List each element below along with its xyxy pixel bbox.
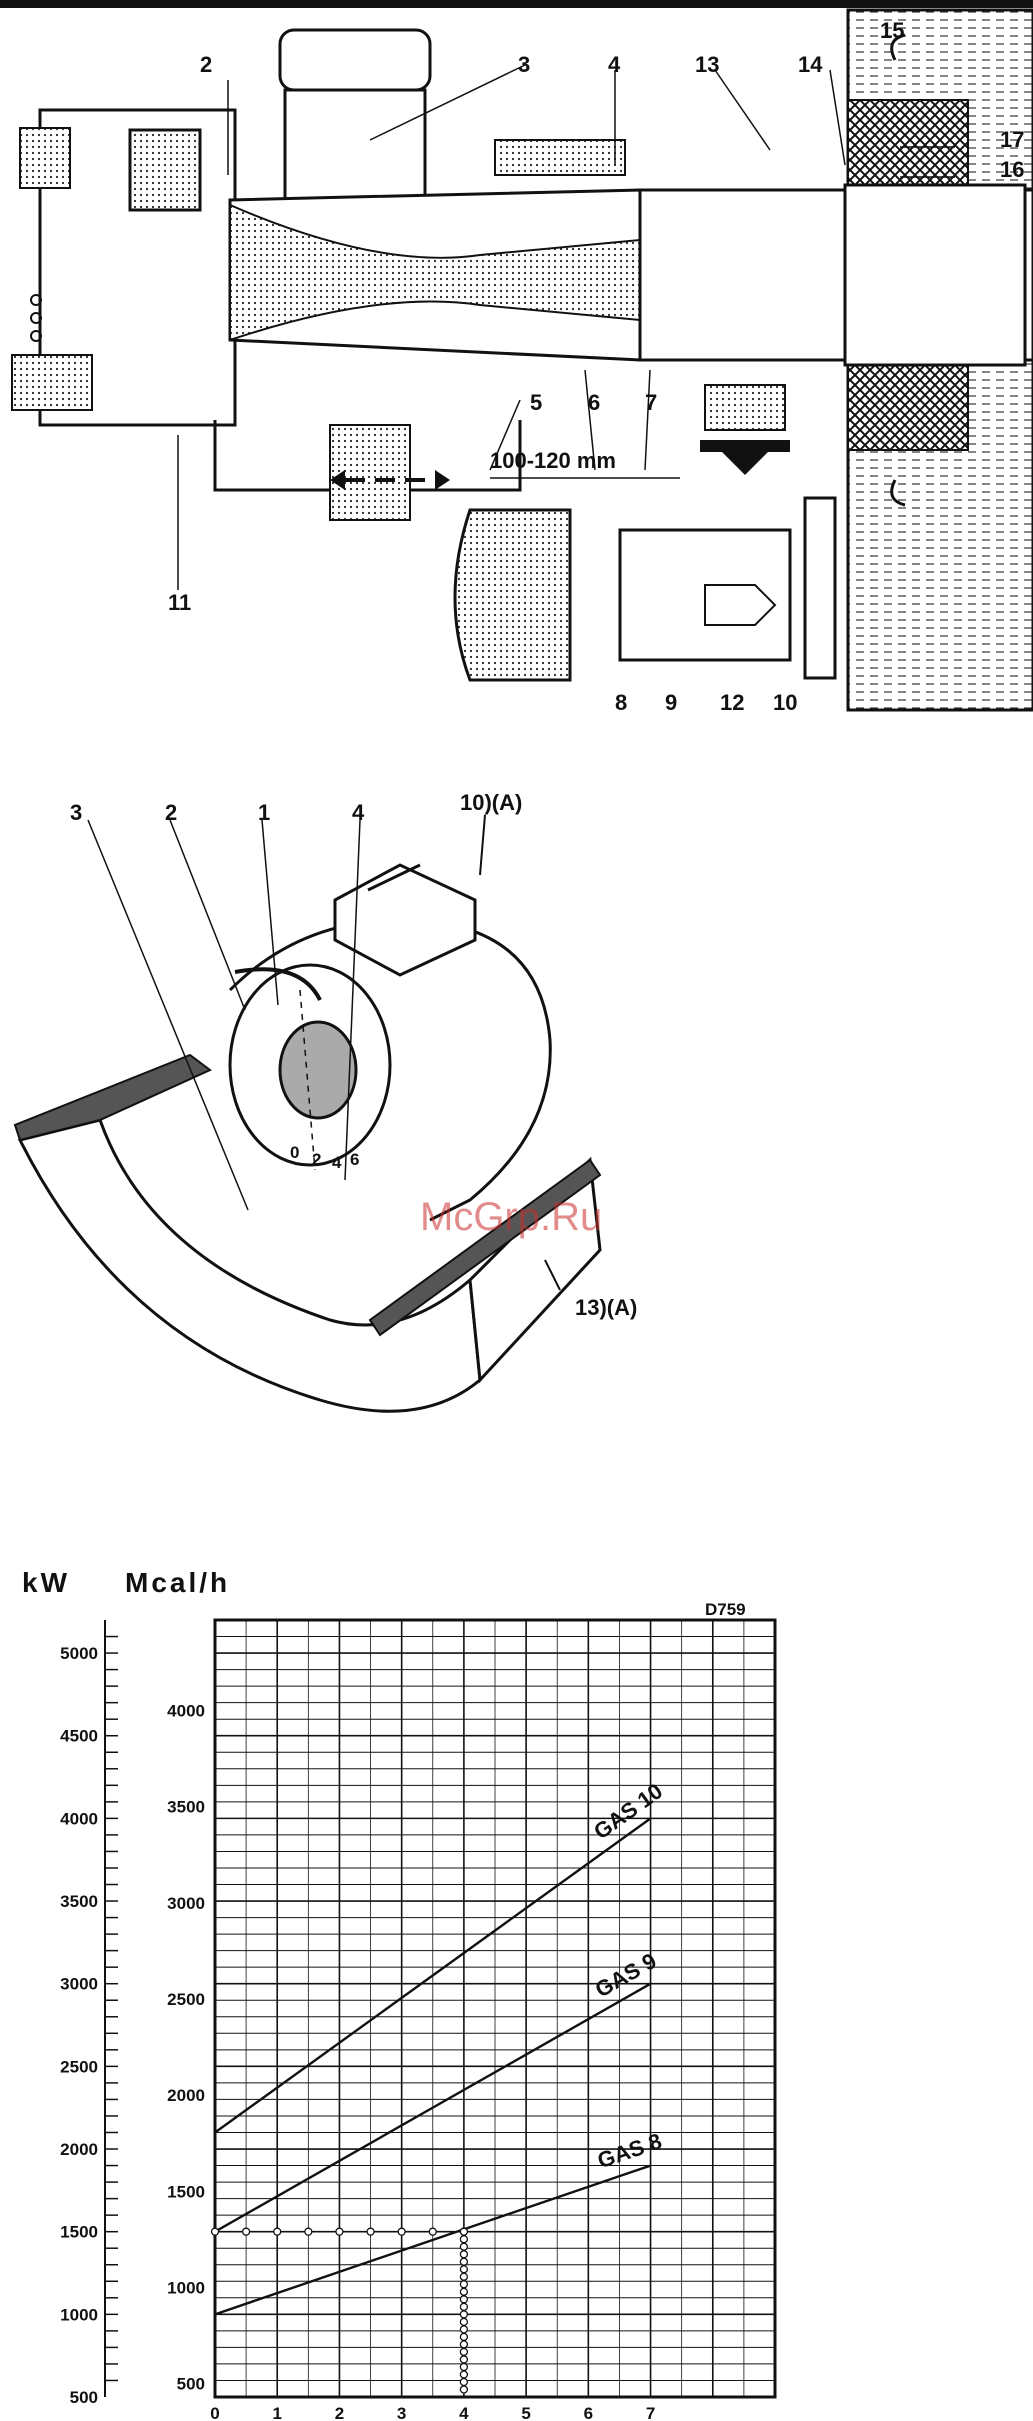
chart-reading-marker: [460, 2251, 467, 2258]
watermark: McGrp.Ru: [420, 1195, 602, 1239]
chart-kw-tick-label: 5000: [60, 1644, 98, 1663]
fig1-label-6: 6: [588, 390, 600, 415]
chart-reading-marker: [460, 2363, 467, 2370]
fig1-label-8: 8: [615, 690, 627, 715]
chart-reading-marker: [460, 2378, 467, 2385]
chart-left-axis-unit: kW: [22, 1567, 70, 1598]
chart-kw-tick-label: 2000: [60, 2140, 98, 2159]
chart-kw-tick-label: 500: [70, 2388, 98, 2407]
chart-reading-marker: [460, 2281, 467, 2288]
chart-mcal-tick-label: 1000: [167, 2278, 205, 2297]
fig2-label-10a: 10)(A): [460, 790, 522, 815]
chart-reading-marker: [243, 2228, 250, 2235]
chart-reading-marker: [429, 2228, 436, 2235]
burner-cross-section-figure: 2 3 4 13 14 15 16 17 5 6 7 11 8 9 12 10 …: [0, 0, 1033, 740]
chart-x-tick-label: 3: [397, 2404, 406, 2421]
fig2-scale-0: 0: [290, 1143, 299, 1162]
chart-reading-marker: [460, 2386, 467, 2393]
chart-x-tick-label: 2: [335, 2404, 344, 2421]
chart-reading-marker: [460, 2311, 467, 2318]
chart-kw-tick-label: 1000: [60, 2305, 98, 2324]
fig1-label-3: 3: [518, 52, 530, 77]
fig2-label-4: 4: [352, 800, 365, 825]
chart-kw-tick-label: 2500: [60, 2057, 98, 2076]
chart-mcal-tick-label: 3000: [167, 1894, 205, 1913]
chart-code: D759: [705, 1600, 746, 1619]
fig2-scale-6: 6: [350, 1150, 359, 1169]
chart-reading-marker: [460, 2326, 467, 2333]
chart-x-tick-label: 0: [210, 2404, 219, 2421]
fig2-scale-2: 2: [312, 1150, 321, 1169]
fig1-label-11: 11: [168, 590, 191, 615]
fig2-label-2: 2: [165, 800, 177, 825]
chart-reading-marker: [460, 2266, 467, 2273]
chart-reading-marker: [460, 2273, 467, 2280]
fig1-label-2: 2: [200, 52, 212, 77]
chart-right-axis-unit: Mcal/h: [125, 1567, 230, 1598]
chart-reading-marker: [460, 2333, 467, 2340]
fig1-label-16: 16: [1000, 157, 1024, 182]
chart-x-tick-label: 4: [459, 2404, 469, 2421]
chart-reading-marker: [460, 2318, 467, 2325]
chart-reading-marker: [274, 2228, 281, 2235]
chart-reading-marker: [398, 2228, 405, 2235]
chart-reading-marker: [460, 2341, 467, 2348]
fig1-label-17: 17: [1000, 127, 1024, 152]
chart-kw-tick-label: 4500: [60, 1727, 98, 1746]
chart-mcal-tick-label: 1500: [167, 2182, 205, 2201]
fig1-label-4: 4: [608, 52, 621, 77]
fig1-label-12: 12: [720, 690, 744, 715]
fig1-label-13: 13: [695, 52, 719, 77]
chart-reading-marker: [460, 2303, 467, 2310]
chart-reading-marker: [460, 2348, 467, 2355]
chart-reading-marker: [460, 2288, 467, 2295]
chart-reading-marker: [460, 2371, 467, 2378]
chart-reading-marker: [460, 2296, 467, 2303]
chart-x-tick-label: 5: [521, 2404, 530, 2421]
chart-reading-marker: [460, 2356, 467, 2363]
chart-kw-tick-label: 3000: [60, 1975, 98, 1994]
chart-reading-marker: [460, 2228, 467, 2235]
chart-reading-marker: [460, 2258, 467, 2265]
fig2-label-1: 1: [258, 800, 270, 825]
fig1-label-10: 10: [773, 690, 797, 715]
chart-kw-tick-label: 3500: [60, 1892, 98, 1911]
chart-mcal-tick-label: 2500: [167, 1990, 205, 2009]
fig1-label-14: 14: [798, 52, 823, 77]
chart-kw-tick-label: 1500: [60, 2223, 98, 2242]
chart-mcal-tick-label: 3500: [167, 1798, 205, 1817]
chart-mcal-tick-label: 500: [177, 2375, 205, 2394]
chart-reading-marker: [367, 2228, 374, 2235]
chart-mcal-tick-label: 2000: [167, 2086, 205, 2105]
chart-reading-marker: [212, 2228, 219, 2235]
fig1-dimension-label: 100-120 mm: [490, 448, 616, 473]
chart-reading-marker: [305, 2228, 312, 2235]
chart-x-tick-label: 7: [646, 2404, 655, 2421]
fig1-label-15: 15: [880, 18, 904, 43]
chart-mcal-tick-label: 4000: [167, 1702, 205, 1721]
fig1-label-9: 9: [665, 690, 677, 715]
chart-reading-marker: [460, 2236, 467, 2243]
fig1-label-7: 7: [645, 390, 657, 415]
air-damper-adjustment-figure: 3 2 1 4 10)(A) 13)(A) 0 2 4 6 McGrp.Ru: [0, 780, 1033, 1480]
chart-reading-marker: [460, 2243, 467, 2250]
output-chart-svg: kW Mcal/h D759 5000450040003500300025002…: [0, 1540, 1033, 2421]
chart-x-tick-label: 6: [584, 2404, 593, 2421]
chart-x-tick-label: 1: [272, 2404, 281, 2421]
chart-reading-marker: [336, 2228, 343, 2235]
fig2-label-13a: 13)(A): [575, 1295, 637, 1320]
chart-kw-tick-label: 4000: [60, 1809, 98, 1828]
fig1-label-5: 5: [530, 390, 542, 415]
fig2-scale-4: 4: [332, 1153, 342, 1172]
fig2-label-3: 3: [70, 800, 82, 825]
